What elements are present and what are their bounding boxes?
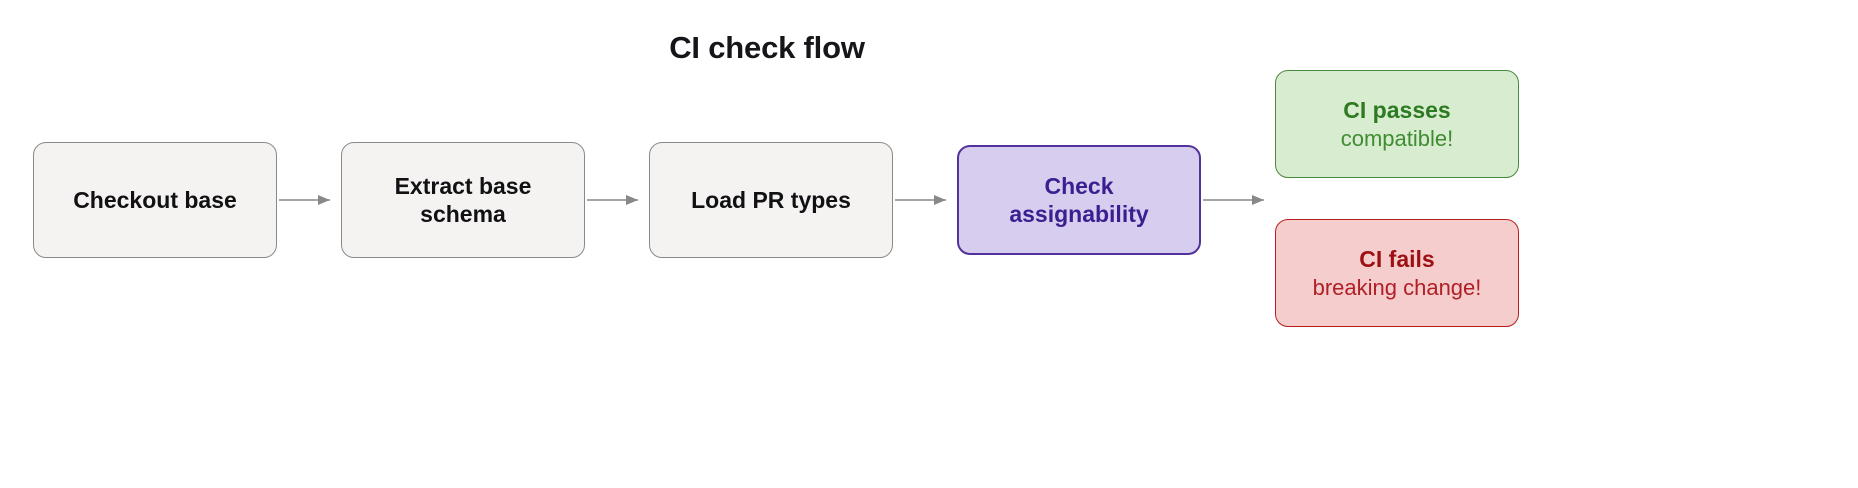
node-label: Load PR types bbox=[691, 186, 851, 213]
edge-check-to-outcome bbox=[1203, 195, 1264, 205]
node-label: Extract base schema bbox=[394, 172, 532, 227]
edge-loadtypes-to-check bbox=[895, 195, 946, 205]
node-checkout-base[interactable]: Checkout base bbox=[33, 142, 277, 258]
edge-extract-to-loadtypes bbox=[587, 195, 638, 205]
edge-checkout-to-extract bbox=[279, 195, 330, 205]
node-label: CI fails bbox=[1359, 245, 1435, 272]
node-load-pr-types[interactable]: Load PR types bbox=[649, 142, 893, 258]
node-label: CI passes bbox=[1343, 96, 1451, 123]
node-sublabel: breaking change! bbox=[1312, 274, 1482, 300]
node-extract-base-schema[interactable]: Extract base schema bbox=[341, 142, 585, 258]
node-label: Check assignability bbox=[1009, 172, 1149, 227]
node-ci-passes[interactable]: CI passes compatible! bbox=[1275, 70, 1519, 178]
node-sublabel: compatible! bbox=[1340, 125, 1454, 151]
node-check-assignability[interactable]: Check assignability bbox=[957, 145, 1201, 255]
node-ci-fails[interactable]: CI fails breaking change! bbox=[1275, 219, 1519, 327]
node-label: Checkout base bbox=[73, 186, 237, 213]
page-title: CI check flow bbox=[669, 30, 865, 65]
